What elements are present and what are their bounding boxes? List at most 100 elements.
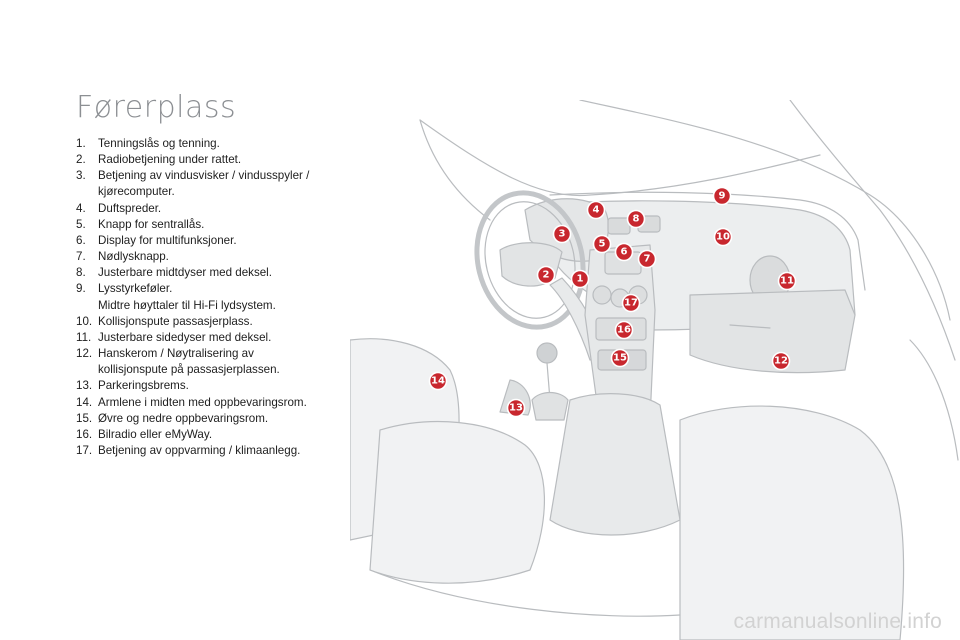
legend-item: 14. Armlene i midten med oppbevaringsrom. bbox=[76, 395, 346, 411]
legend-item: 1.Tenningslås og tenning. bbox=[76, 136, 346, 152]
legend-number: 4. bbox=[76, 201, 86, 215]
legend-number: 10. bbox=[76, 314, 93, 328]
marker-11-label: 11 bbox=[780, 276, 794, 287]
legend-number: 13. bbox=[76, 379, 93, 393]
marker-14: 14 bbox=[428, 371, 448, 391]
marker-2: 2 bbox=[536, 265, 556, 285]
legend-text: kjørecomputer. bbox=[98, 185, 175, 199]
marker-7-label: 7 bbox=[644, 254, 651, 265]
marker-12: 12 bbox=[771, 351, 791, 371]
a-pillar-right bbox=[789, 100, 956, 361]
marker-4-label: 4 bbox=[593, 205, 600, 216]
marker-1: 1 bbox=[570, 269, 590, 289]
legend-text: Display for multifunksjoner. bbox=[98, 233, 237, 247]
marker-1-label: 1 bbox=[577, 274, 584, 285]
dashboard-top bbox=[549, 191, 866, 291]
legend-number: 2. bbox=[76, 153, 86, 167]
marker-6-label: 6 bbox=[621, 247, 628, 258]
legend-number: 6. bbox=[76, 233, 86, 247]
legend-number: 9. bbox=[76, 282, 86, 296]
legend-item: 6. Display for multifunksjoner. bbox=[76, 233, 346, 249]
passenger-seat bbox=[679, 405, 905, 640]
legend-text: Kollisjonspute passasjerplass. bbox=[98, 314, 253, 328]
marker-13-label: 13 bbox=[509, 403, 523, 414]
marker-8: 8 bbox=[626, 209, 646, 229]
a-pillar-left bbox=[419, 119, 491, 221]
legend-item: 15. Øvre og nedre oppbevaringsrom. bbox=[76, 411, 346, 427]
marker-10: 10 bbox=[713, 227, 733, 247]
marker-3-label: 3 bbox=[559, 229, 566, 240]
legend-item: 10. Kollisjonspute passasjerplass. bbox=[76, 314, 346, 330]
legend-number: 1. bbox=[76, 137, 86, 150]
marker-8-label: 8 bbox=[633, 214, 640, 225]
legend-number: 16. bbox=[76, 427, 93, 441]
gear-boot bbox=[531, 391, 569, 421]
legend-item: 3. Betjening av vindusvisker / vindusspyl… bbox=[76, 168, 346, 200]
marker-17-label: 17 bbox=[624, 298, 638, 309]
legend-text: Bilradio eller eMyWay. bbox=[98, 427, 213, 441]
legend-text: Nødlysknapp. bbox=[98, 250, 169, 264]
marker-14-label: 14 bbox=[431, 376, 445, 387]
legend-text: Øvre og nedre oppbevaringsrom. bbox=[98, 411, 269, 425]
legend-text: Midtre høyttaler til Hi-Fi lydsystem. bbox=[98, 298, 276, 312]
roof-line bbox=[579, 100, 951, 321]
legend-item: 7. Nødlysknapp. bbox=[76, 249, 346, 265]
legend-text: Duftspreder. bbox=[98, 201, 162, 215]
legend-item: 5. Knapp for sentrallås. bbox=[76, 217, 346, 233]
legend-item: 2. Radiobetjening under rattet. bbox=[76, 152, 346, 168]
page-title: Førerplass bbox=[76, 90, 237, 125]
marker-7: 7 bbox=[637, 249, 657, 269]
legend-text: Justerbare sidedyser med deksel. bbox=[98, 330, 272, 344]
marker-4: 4 bbox=[586, 200, 606, 220]
marker-2-label: 2 bbox=[543, 270, 550, 281]
marker-11: 11 bbox=[777, 271, 797, 291]
legend-number: 12. bbox=[76, 347, 93, 361]
glovebox-handle bbox=[729, 324, 771, 329]
marker-9-label: 9 bbox=[719, 191, 726, 202]
steering-wheel-inner bbox=[484, 201, 576, 319]
marker-3: 3 bbox=[552, 224, 572, 244]
windshield-outline bbox=[419, 119, 821, 197]
marker-16-label: 16 bbox=[617, 325, 631, 336]
hvac-knob-left bbox=[592, 285, 612, 305]
marker-6: 6 bbox=[614, 242, 634, 262]
legend-text: Knapp for sentrallås. bbox=[98, 217, 205, 231]
legend-text: Lysstyrkeføler. bbox=[98, 282, 173, 296]
legend-text: Betjening av oppvarming / klimaanlegg. bbox=[98, 443, 301, 457]
legend-number: 5. bbox=[76, 217, 86, 231]
marker-10-label: 10 bbox=[716, 232, 730, 243]
marker-12-label: 12 bbox=[774, 356, 788, 367]
legend-number: 7. bbox=[76, 250, 86, 264]
legend-number: 3. bbox=[76, 169, 86, 183]
legend-number: 17. bbox=[76, 443, 93, 457]
legend-text: Betjening av vindusvisker / vindusspyler… bbox=[98, 169, 310, 183]
gear-knob bbox=[536, 342, 558, 364]
legend-item: 4. Duftspreder. bbox=[76, 201, 346, 217]
legend-number: 8. bbox=[76, 266, 86, 280]
marker-15: 15 bbox=[610, 348, 630, 368]
legend-item: 16. Bilradio eller eMyWay. bbox=[76, 427, 346, 443]
legend-number: 11. bbox=[76, 330, 92, 344]
legend-text: Radiobetjening under rattet. bbox=[98, 153, 242, 167]
legend-number: 15. bbox=[76, 411, 93, 425]
legend-number: 14. bbox=[76, 395, 93, 409]
legend-text: kollisjonspute på passasjerplassen. bbox=[98, 363, 280, 377]
legend-item: 12. Hanskerom / Nøytralisering av kollisjo… bbox=[76, 346, 346, 378]
legend-text: Hanskerom / Nøytralisering av bbox=[98, 347, 254, 361]
legend-item: 13. Parkeringsbrems. bbox=[76, 378, 346, 394]
marker-13: 13 bbox=[506, 398, 526, 418]
watermark: carmanualsonline.info bbox=[733, 610, 942, 633]
marker-9: 9 bbox=[712, 186, 732, 206]
door-sill bbox=[369, 569, 681, 617]
legend-text: Armlene i midten med oppbevaringsrom. bbox=[98, 395, 307, 409]
cockpit-illustration: 1 2 3 4 5 6 7 8 9 10 11 12 13 14 15 16 1… bbox=[350, 100, 960, 640]
legend-item: 8.Justerbare midtdyser med deksel. bbox=[76, 265, 346, 281]
legend-item: 9. Lysstyrkeføler. Midtre høyttaler til Hi… bbox=[76, 281, 346, 313]
legend-text: Parkeringsbrems. bbox=[98, 379, 189, 393]
steering-wheel bbox=[474, 190, 586, 330]
legend-item: 17. Betjening av oppvarming / klimaanlegg… bbox=[76, 443, 346, 459]
marker-5-label: 5 bbox=[599, 239, 606, 250]
marker-16: 16 bbox=[614, 320, 634, 340]
marker-15-label: 15 bbox=[613, 353, 627, 364]
tunnel bbox=[549, 393, 681, 536]
